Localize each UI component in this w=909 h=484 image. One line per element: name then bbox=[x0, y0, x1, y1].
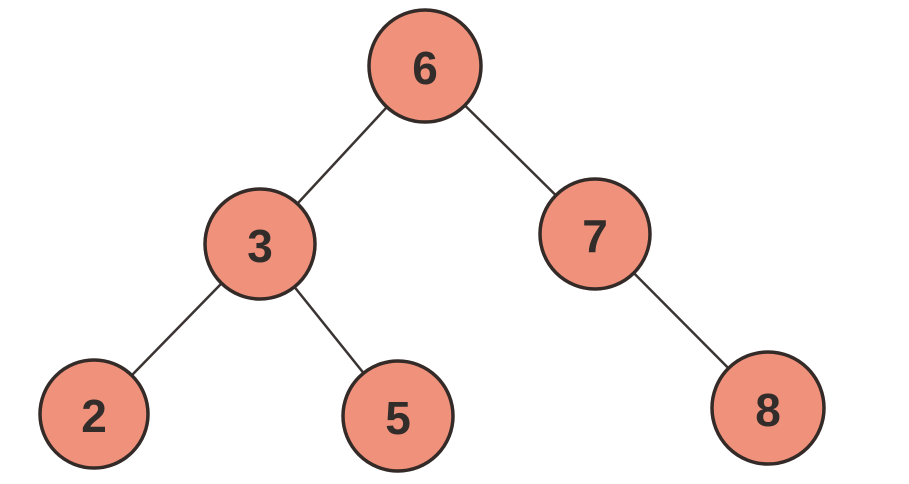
tree-node-circle-5 bbox=[341, 359, 455, 473]
tree-node-5: 5 bbox=[341, 359, 455, 473]
tree-node-label-8: 8 bbox=[755, 384, 781, 436]
tree-node-7: 7 bbox=[538, 177, 652, 291]
tree-node-2: 2 bbox=[38, 358, 150, 470]
tree-node-circle-2 bbox=[38, 358, 150, 470]
tree-node-label-2: 2 bbox=[81, 390, 107, 442]
tree-node-8: 8 bbox=[710, 350, 826, 466]
tree-node-6: 6 bbox=[367, 8, 483, 124]
tree-node-circle-7 bbox=[538, 177, 652, 291]
tree-node-circle-3 bbox=[203, 187, 317, 301]
tree-node-circle-8 bbox=[710, 350, 826, 466]
tree-node-label-5: 5 bbox=[385, 392, 411, 444]
tree-node-3: 3 bbox=[203, 187, 317, 301]
tree-node-label-6: 6 bbox=[412, 42, 438, 94]
tree-node-label-3: 3 bbox=[247, 220, 273, 272]
tree-node-label-7: 7 bbox=[582, 210, 608, 262]
tree-node-circle-6 bbox=[367, 8, 483, 124]
